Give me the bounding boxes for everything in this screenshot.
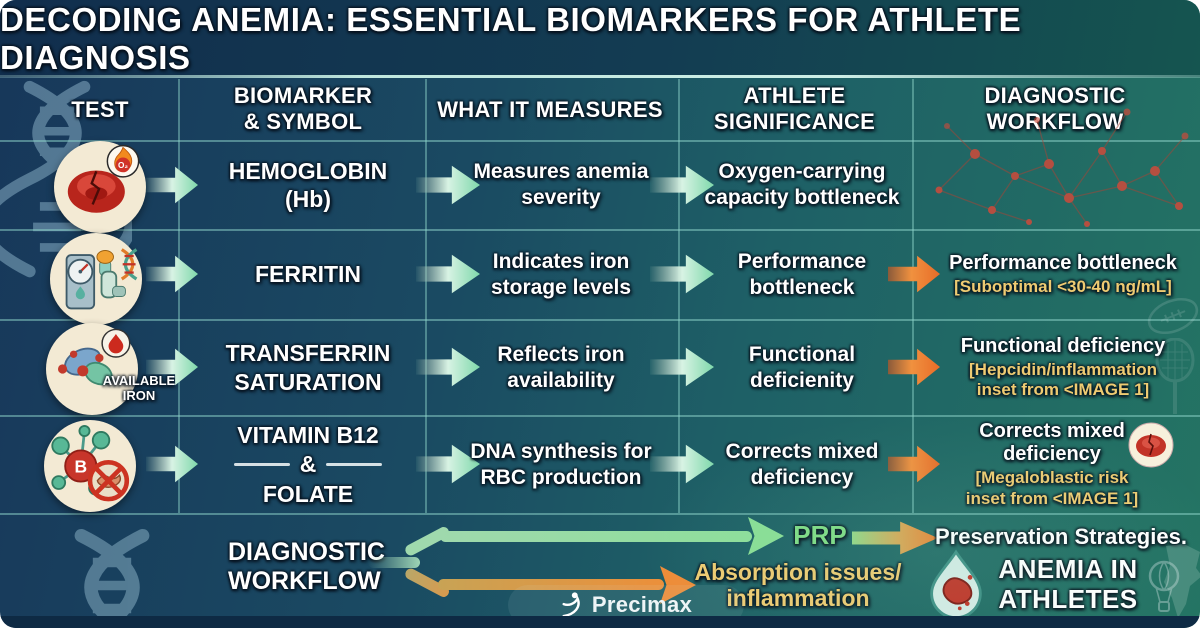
divider	[0, 415, 1200, 417]
divider	[0, 513, 1200, 515]
hot-air-balloon-watermark-icon	[1148, 560, 1180, 612]
measures-hemoglobin: Measures anemia severity	[473, 160, 649, 209]
workflow-branch-green	[440, 531, 752, 542]
significance-transferrin: Functional deficienity	[748, 342, 856, 392]
ampersand-row: &	[233, 450, 383, 478]
workflow-stem-line	[368, 557, 420, 568]
bottom-workflow-label: DIAGNOSTIC WORKFLOW	[228, 538, 385, 595]
workflow-text: Functional deficiency	[960, 334, 1166, 357]
svg-text:B: B	[74, 456, 87, 476]
divider	[0, 319, 1200, 321]
column-header-biomarker: BIOMARKER & SYMBOL	[233, 83, 373, 134]
workflow-ferritin: Performance bottleneck [Suboptimal <30-4…	[932, 231, 1194, 318]
measures-b12: DNA synthesis for RBC production	[470, 439, 652, 489]
gauge-inhaler-dna-icon	[50, 233, 142, 325]
footer-bar	[0, 616, 1200, 628]
india-map-watermark-icon	[1164, 544, 1200, 618]
measures-transferrin: Reflects iron availability	[497, 342, 625, 392]
small-rbc-icon	[1128, 422, 1174, 468]
tennis-racket-watermark-icon	[1155, 338, 1195, 414]
column-header-test: TEST	[71, 97, 129, 123]
workflow-branch-orange	[438, 579, 664, 590]
divider	[678, 79, 680, 513]
available-iron-molecule-icon	[46, 323, 138, 415]
blood-drop-icon	[930, 549, 982, 617]
workflow-text: Performance bottleneck	[949, 251, 1177, 274]
arrowhead-green-icon	[748, 517, 784, 555]
prp-label: PRP	[793, 520, 847, 551]
divider	[912, 79, 914, 513]
divider	[0, 229, 1200, 231]
flow-arrow-icon	[146, 166, 198, 204]
biomarker-ferritin: FERRITIN	[254, 261, 362, 288]
biomarker-transferrin: TRANSFERRIN SATURATION	[225, 340, 391, 395]
precimax-logo-icon	[562, 592, 580, 618]
workflow-transferrin: Functional deficiency [Hepcidin/inflamma…	[932, 321, 1194, 414]
title-band	[0, 0, 1200, 77]
molecular-network-graphic	[935, 108, 1189, 227]
workflow-note: [Hepcidin/inflammation inset from <IMAGE…	[969, 359, 1157, 399]
available-iron-label: AVAILABLE IRON	[102, 373, 176, 403]
absorption-label: Absorption issues/ inflammation	[694, 558, 902, 611]
svg-text:O₂: O₂	[118, 161, 128, 170]
column-header-workflow: DIAGNOSTIC WORKFLOW	[984, 83, 1126, 134]
decorative-line	[326, 462, 383, 466]
significance-ferritin: Performance bottleneck	[737, 249, 867, 299]
b12-molecule-no-meat-icon: B	[44, 420, 136, 512]
football-watermark-icon	[1147, 297, 1199, 335]
preservation-label: Preservation Strategies.	[935, 523, 1187, 549]
biomarker-hemoglobin: HEMOGLOBIN (Hb)	[228, 157, 388, 212]
workflow-b12: Corrects mixed deficiency [Megaloblastic…	[932, 417, 1172, 512]
biomarker-b12: VITAMIN B12	[237, 422, 379, 449]
decorative-line	[233, 462, 290, 466]
divider	[0, 75, 1200, 78]
column-header-measures: WHAT IT MEASURES	[437, 97, 663, 123]
cracked-rbc-o2-icon: O₂	[54, 141, 146, 233]
anemia-in-athletes-label: ANEMIA IN ATHLETES	[998, 554, 1138, 614]
brand-name: Precimax	[591, 592, 693, 617]
workflow-text: Corrects mixed deficiency	[979, 420, 1125, 466]
workflow-note: [Suboptimal <30-40 ng/mL]	[954, 276, 1172, 296]
flow-arrow-icon	[146, 255, 198, 293]
page-title: DECODING ANEMIA: ESSENTIAL BIOMARKERS FO…	[0, 1, 1022, 76]
divider	[0, 140, 1200, 142]
divider	[178, 79, 180, 513]
column-header-significance: ATHLETE SIGNIFICANCE	[713, 83, 876, 134]
dna-helix-icon	[74, 528, 150, 628]
measures-ferritin: Indicates iron storage levels	[490, 249, 632, 299]
flow-arrow-icon	[146, 445, 198, 483]
biomarker-folate: FOLATE	[262, 480, 354, 507]
significance-hemoglobin: Oxygen-carrying capacity bottleneck	[704, 160, 900, 209]
workflow-note: [Megaloblastic risk inset from <IMAGE 1]	[965, 468, 1139, 508]
biomarker-b12-folate: VITAMIN B12 & FOLATE	[198, 417, 418, 512]
ampersand: &	[299, 451, 317, 478]
significance-b12: Corrects mixed deficiency	[725, 439, 879, 489]
divider	[425, 79, 427, 513]
